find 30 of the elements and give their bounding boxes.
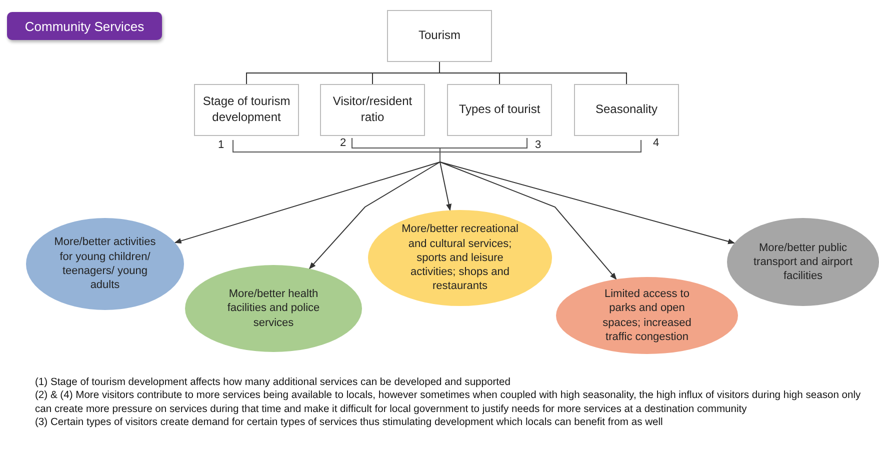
arrow [440,162,452,211]
node-text: Visitor/resident ratio [332,94,414,126]
callout-number: 1 [218,139,224,151]
node-text: More/better activities for young children/ teenagers/ young adults [53,235,157,293]
footnote: (3) Certain types of visitors create demand for certain types of services thus stimulating development which locals can benefit from as well [35,416,664,430]
node-text: Stage of tourism development [202,94,292,126]
node-text: More/better recreational and cultural services; sports and leisure activities; shops and restaurants [400,222,520,294]
callout-number: 4 [653,137,660,149]
callout-number: 2 [340,137,346,149]
arrow [440,162,617,280]
node-text: Limited access to parks and open spaces; increased traffic congestion [602,286,692,344]
node-text: Tourism [418,28,460,44]
arrow [174,162,440,244]
factor-box [387,10,492,62]
callout-number: 3 [535,139,542,151]
arrow [440,162,736,244]
node-text: More/better health facilities and police services [226,287,321,330]
footnote: (2) & (4) More visitors contribute to more services being available to locals, however sometimes when coupled with high seasonality, the high influx of visitors during high season only can create more pressure on services during that time and make it difficult for local government to justify needs for more services at a destination community [35,389,862,416]
factor-box [194,84,299,136]
factor-box [320,84,425,136]
footnote: (1) Stage of tourism development affects how many additional services can be developed and supported [35,376,512,390]
connector-line [439,62,627,84]
arrow [308,162,440,270]
title-badge: Community Services [7,12,162,40]
node-text: Types of tourist [458,102,540,118]
node-text: Seasonality [595,102,658,118]
factor-box [447,84,552,136]
node-text: More/better public transport and airport facilities [752,240,854,284]
factor-box [574,84,679,136]
bracket-drawing [232,138,642,162]
